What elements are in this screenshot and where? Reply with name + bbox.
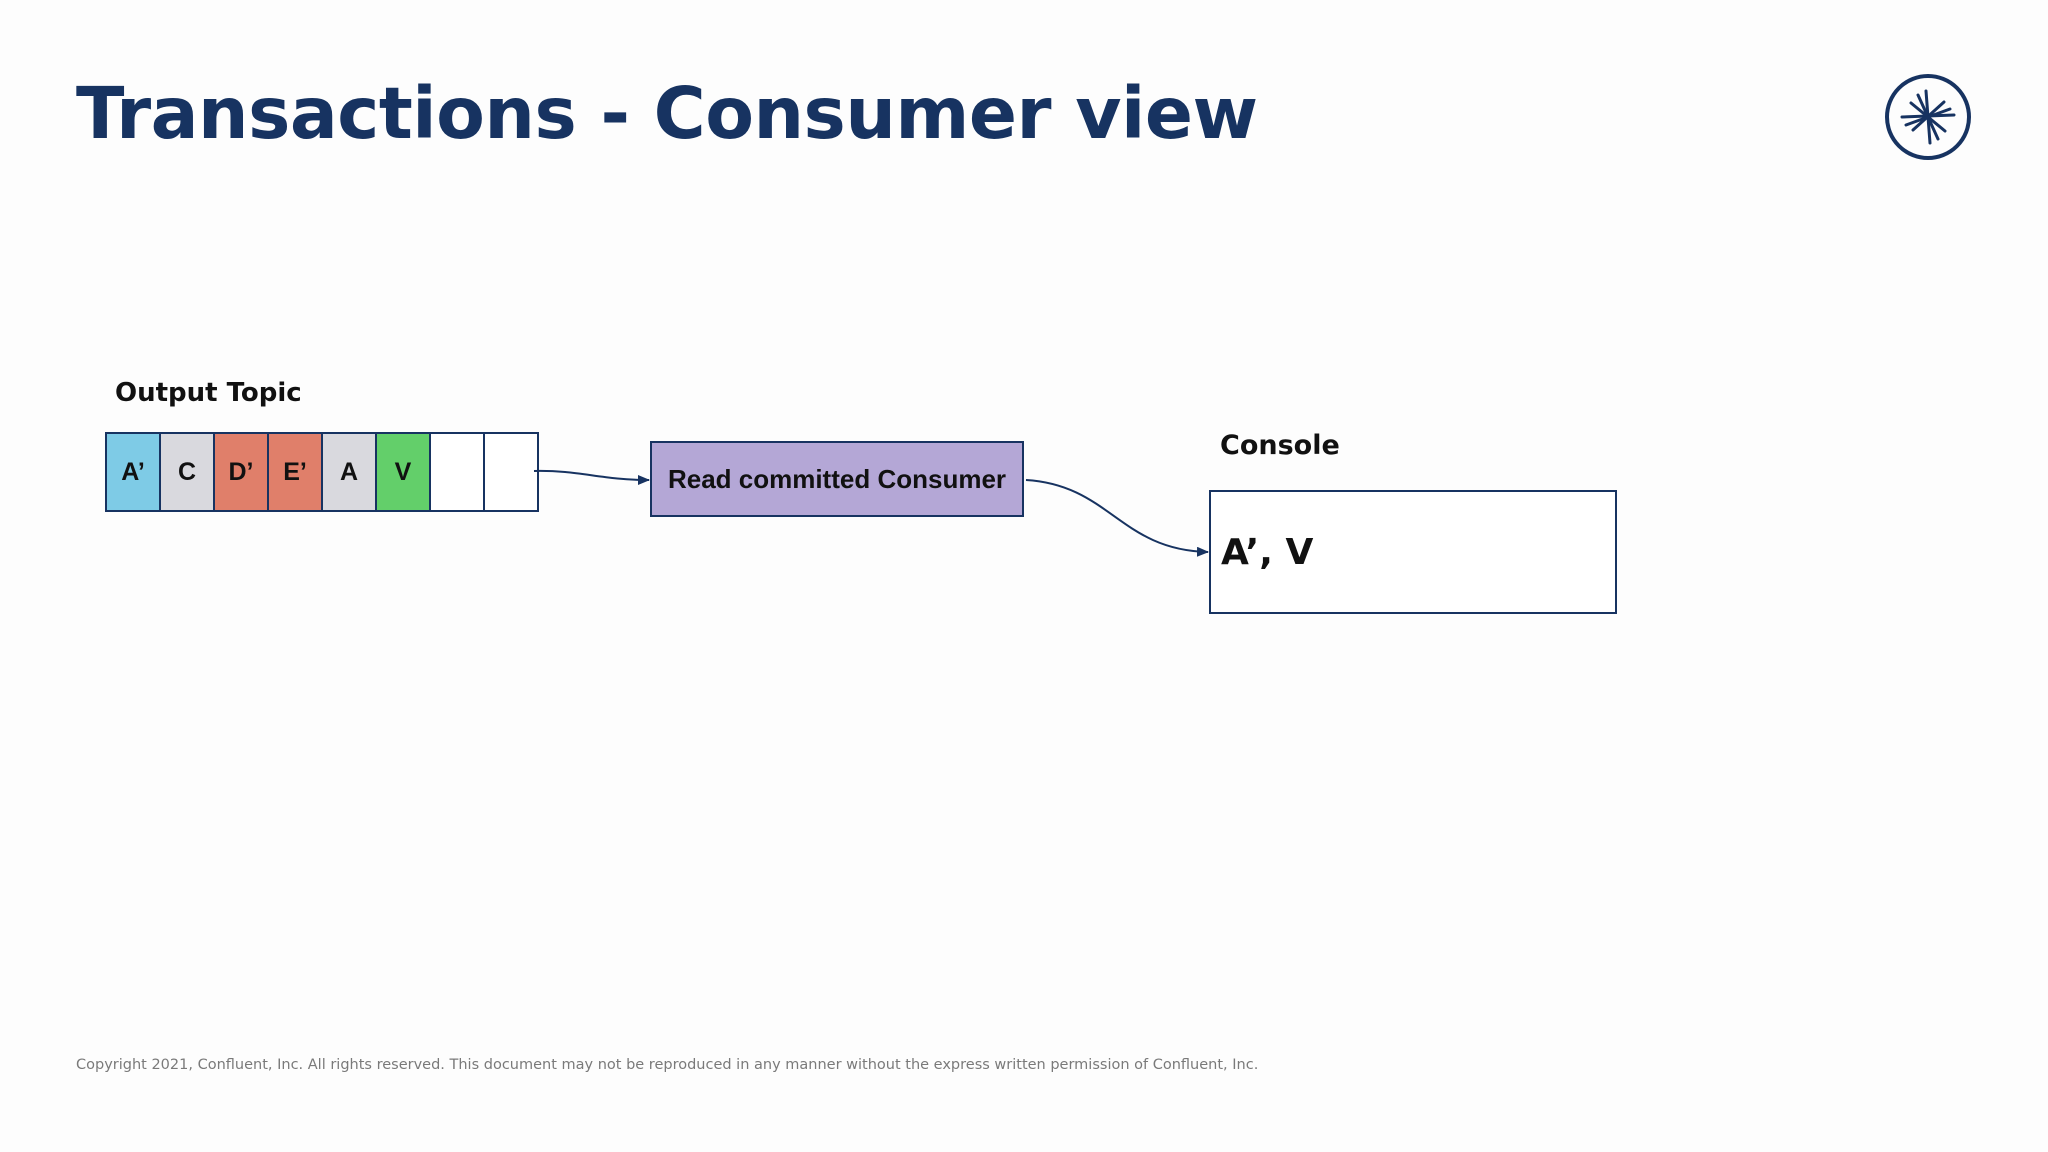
output-topic-label: Output Topic	[115, 378, 302, 408]
output-topic-partition: A’ C D’ E’ A V	[105, 432, 539, 512]
console-output: A’, V	[1221, 532, 1314, 573]
topic-record: V	[377, 434, 431, 510]
consumer-to-console-arrow	[1025, 479, 1209, 557]
confluent-logo-icon	[1885, 74, 1971, 160]
topic-record: C	[161, 434, 215, 510]
slide-title: Transactions - Consumer view	[76, 72, 1258, 155]
console-box: A’, V	[1209, 490, 1617, 614]
topic-record-empty	[485, 434, 537, 510]
topic-record: A	[323, 434, 377, 510]
read-committed-consumer-box: Read committed Consumer	[650, 441, 1024, 517]
topic-record-empty	[431, 434, 485, 510]
topic-record: E’	[269, 434, 323, 510]
copyright-footer: Copyright 2021, Confluent, Inc. All righ…	[76, 1057, 1259, 1073]
topic-to-consumer-arrow	[533, 469, 650, 485]
topic-record: A’	[107, 434, 161, 510]
console-label: Console	[1220, 430, 1340, 461]
topic-record: D’	[215, 434, 269, 510]
